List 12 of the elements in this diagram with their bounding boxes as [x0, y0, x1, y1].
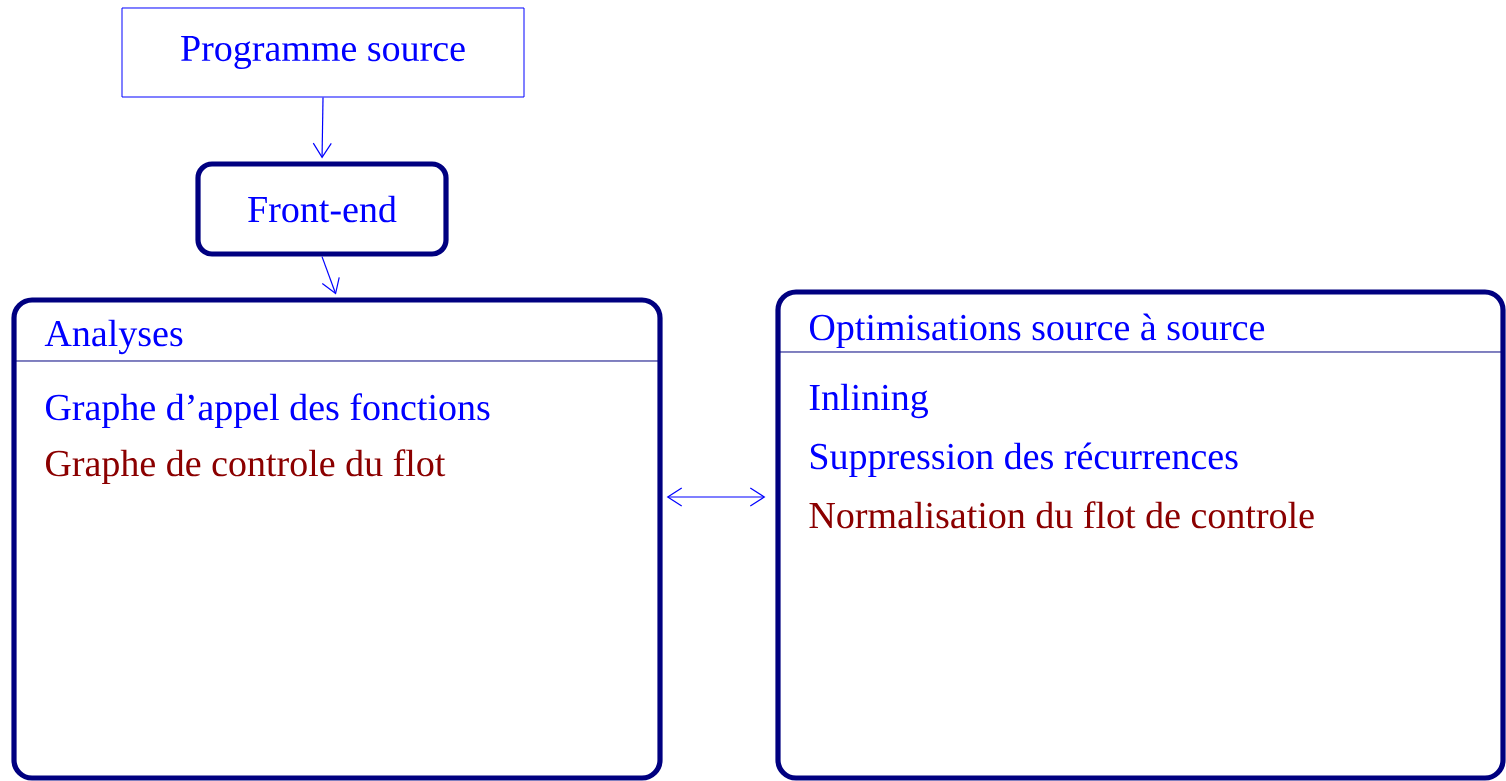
arrow	[666, 487, 766, 507]
list-item: Inlining	[809, 383, 928, 419]
list-item: Graphe d’appel des fonctions	[46, 393, 490, 429]
arrow	[321, 256, 340, 295]
source-box: Programme source	[121, 7, 525, 98]
list-item: Normalisation du flot de controle	[809, 501, 1314, 529]
panel-heading: Analyses	[44, 319, 183, 355]
list-item: Suppression des récurrences	[810, 442, 1238, 478]
panel-heading: Optimisations source à source	[809, 313, 1265, 349]
process-box: Front-end	[195, 161, 449, 257]
list-item: Graphe de controle du flot	[46, 449, 446, 485]
arrow	[312, 96, 332, 159]
